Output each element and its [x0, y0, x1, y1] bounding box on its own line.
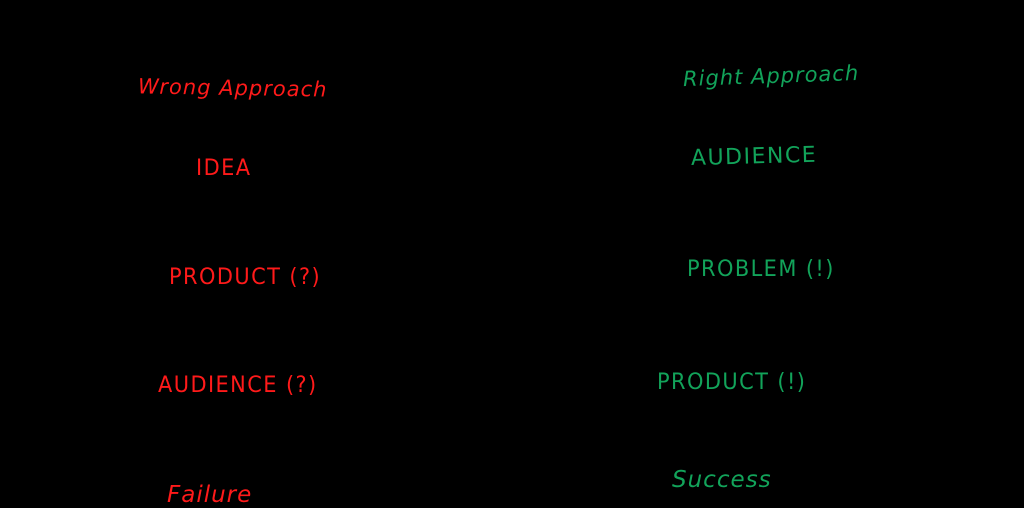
right-approach-column: Right Approach AUDIENCE PROBLEM (!) PROD… — [630, 0, 990, 507]
right-outcome-success: Success — [672, 467, 772, 493]
right-approach-heading: Right Approach — [682, 60, 860, 92]
right-step-problem: PROBLEM (!) — [687, 257, 835, 282]
wrong-step-idea: IDEA — [196, 156, 252, 181]
wrong-approach-column: Wrong Approach IDEA PRODUCT (?) AUDIENCE… — [110, 0, 470, 507]
wrong-step-product: PRODUCT (?) — [169, 265, 322, 290]
wrong-step-audience: AUDIENCE (?) — [158, 373, 318, 398]
wrong-approach-heading: Wrong Approach — [137, 74, 328, 102]
right-step-product: PRODUCT (!) — [657, 370, 807, 395]
wrong-outcome-failure: Failure — [167, 482, 253, 508]
right-step-audience: AUDIENCE — [690, 142, 818, 171]
